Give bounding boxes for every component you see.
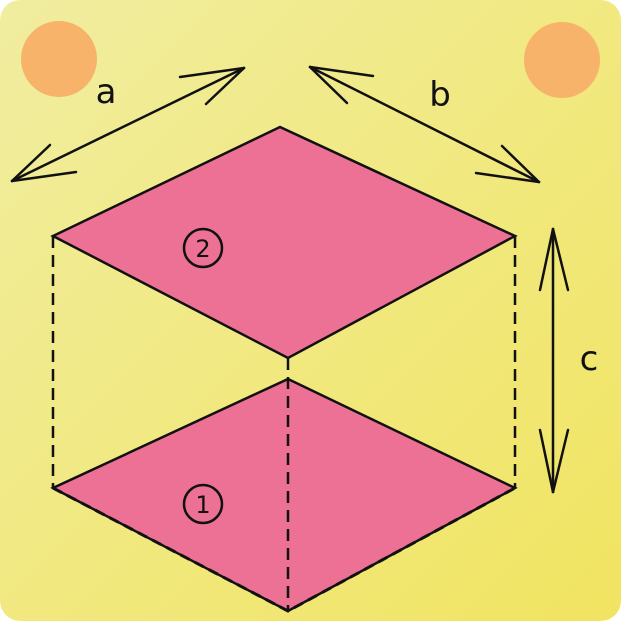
arrow-b xyxy=(308,65,541,184)
label-a: a xyxy=(96,72,117,112)
face-top-number: 2 xyxy=(195,235,210,263)
face-label-2: 2 xyxy=(182,227,224,269)
arrow-c xyxy=(538,227,570,494)
top-right-dot xyxy=(524,22,600,98)
top-face-2 xyxy=(50,125,518,360)
face-label-1: 1 xyxy=(182,483,224,525)
arrow-a xyxy=(10,66,246,183)
top-left-dot xyxy=(21,21,97,97)
label-b: b xyxy=(429,75,451,115)
label-c: c xyxy=(580,339,599,379)
face-bottom-number: 1 xyxy=(195,491,210,519)
